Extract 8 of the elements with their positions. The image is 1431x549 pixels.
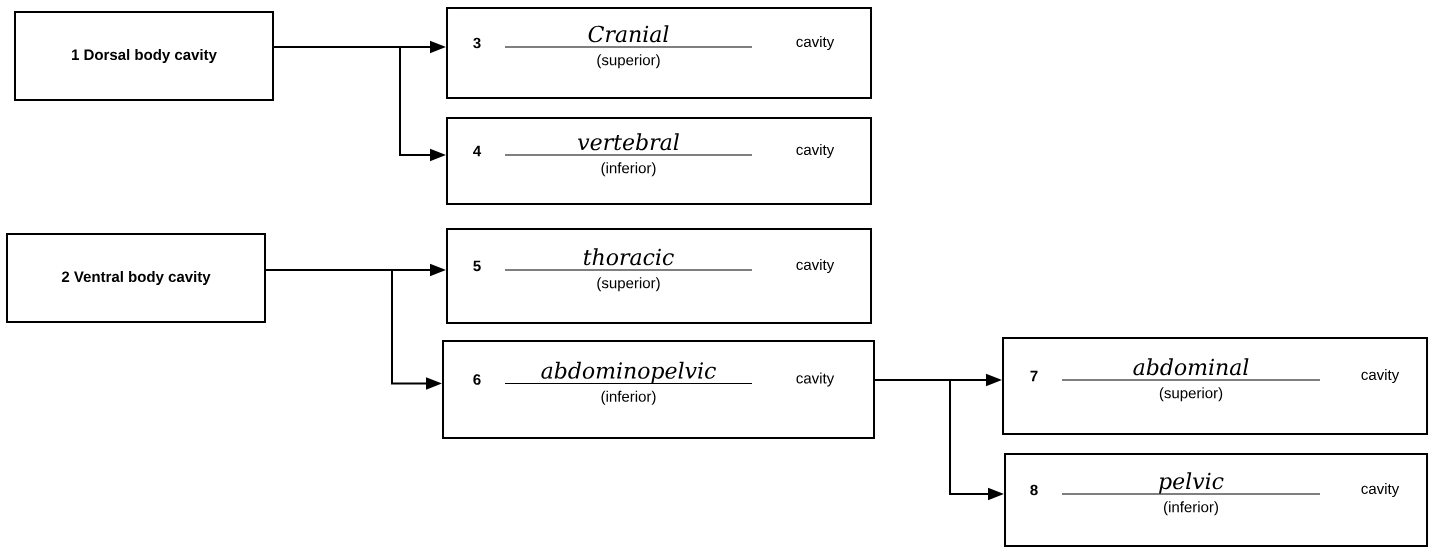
fill-in-box: 8 pelvic (inferior) cavity: [1004, 453, 1428, 547]
label-box: 1 Dorsal body cavity: [14, 11, 274, 101]
label-box: 2 Ventral body cavity: [6, 233, 266, 323]
fill-in-box: 5 thoracic (superior) cavity: [446, 228, 872, 324]
fill-in-box: 3 Cranial (superior) cavity: [446, 7, 872, 99]
fill-in-box: 4 vertebral (inferior) cavity: [446, 117, 872, 205]
fill-in-box: 7 abdominal (superior) cavity: [1002, 337, 1428, 435]
fill-in-box: 6 abdominopelvic (inferior) cavity: [442, 340, 875, 439]
